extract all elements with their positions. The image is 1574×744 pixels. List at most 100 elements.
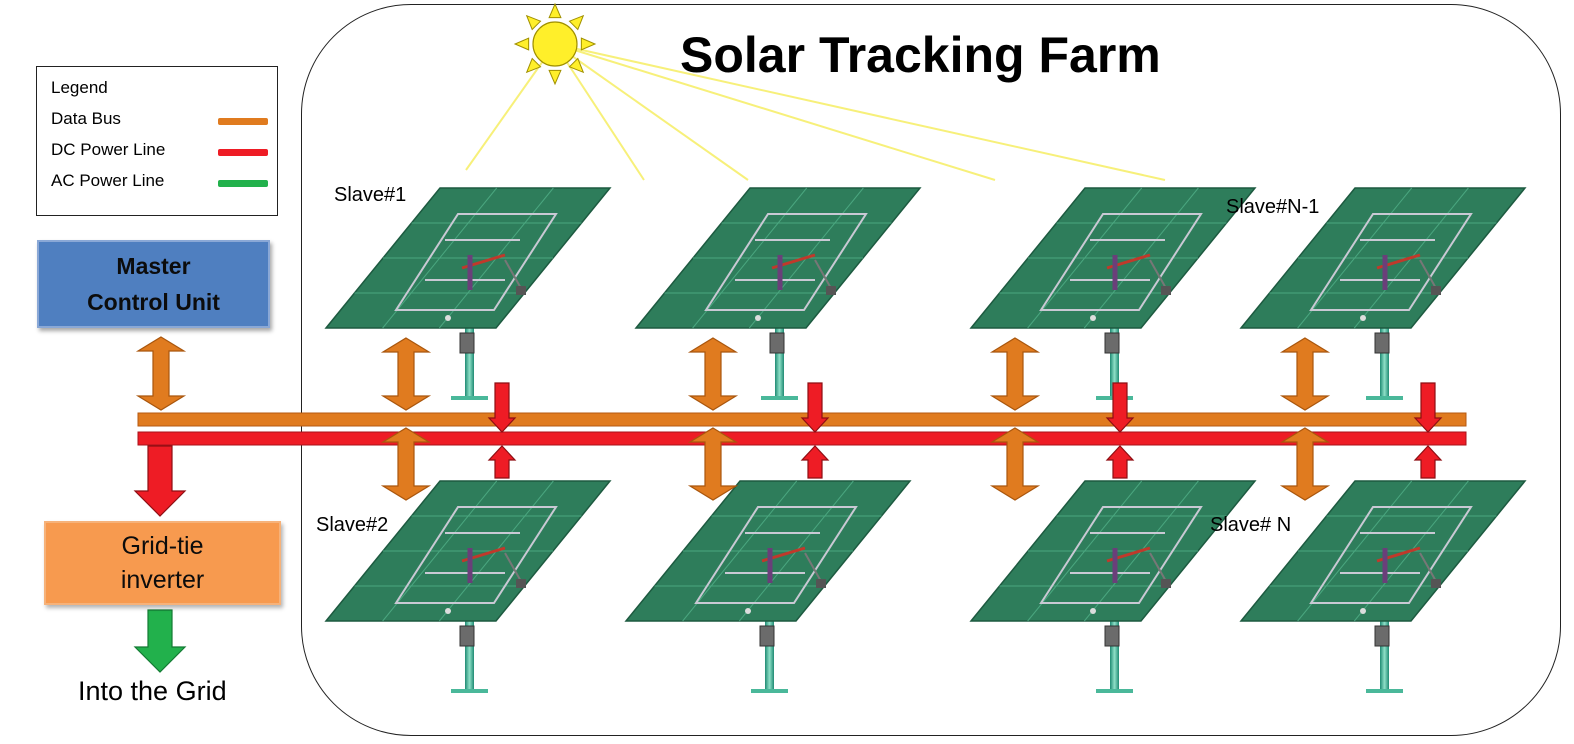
sun-spike <box>525 14 542 31</box>
tracker-sensor <box>816 579 826 588</box>
tracker-rod <box>1419 552 1438 584</box>
tracker-motor-box <box>1104 625 1120 647</box>
slave-label-1: Slave#1 <box>334 184 407 206</box>
tracker-base <box>1366 396 1403 400</box>
panel-bolt <box>445 608 451 614</box>
tracker-motor-box <box>459 332 475 354</box>
master-line-2: Control Unit <box>87 289 220 315</box>
solar-tracker <box>634 187 922 400</box>
into-the-grid-label: Into the Grid <box>78 676 227 706</box>
sun-spike <box>548 69 562 86</box>
sun-spike <box>568 14 585 31</box>
inverter-line-2: inverter <box>120 566 205 594</box>
tracker-rod <box>504 259 523 291</box>
tracker-motor-box <box>1374 625 1390 647</box>
panel-bolt <box>1090 608 1096 614</box>
tracker-sensor <box>516 579 526 588</box>
panel-frame <box>1039 506 1203 604</box>
solar-tracker <box>969 480 1257 693</box>
tracker-rod <box>814 259 833 291</box>
tracker-sensor <box>1431 579 1441 588</box>
sun-disc <box>532 21 578 67</box>
dc-arrow-top <box>1105 382 1135 433</box>
panel-grid-line <box>692 187 808 329</box>
panel-frame <box>1039 213 1203 311</box>
tracker-sensor <box>1161 286 1171 295</box>
slave-data-arrow-bottom <box>380 427 432 501</box>
panel-frame <box>704 213 868 311</box>
tracker-base <box>1366 689 1403 693</box>
tracker-motor-box <box>1374 332 1390 354</box>
inverter-line-1: Grid-tie <box>121 532 204 560</box>
panel-grid-line <box>1297 480 1413 622</box>
solar-tracker <box>969 187 1257 400</box>
tracker-motor-box <box>769 332 785 354</box>
sun-spike <box>580 37 597 51</box>
slave-data-arrow-bottom <box>989 427 1041 501</box>
tracker-rod <box>1419 259 1438 291</box>
dc-power-line <box>137 431 1467 446</box>
data-bus-line <box>137 412 1467 427</box>
master-line-1: Master <box>116 253 191 279</box>
tracker-sensor <box>1431 286 1441 295</box>
master-control-unit: Master Control Unit <box>37 240 270 328</box>
tracker-sensor <box>826 286 836 295</box>
tracker-motor-box <box>459 625 475 647</box>
tracker-motor-box <box>759 625 775 647</box>
legend-label-dc-power-line: DC Power Line <box>51 140 166 159</box>
panel-bolt <box>745 608 751 614</box>
tracker-sensor <box>1161 579 1171 588</box>
tracker-rod <box>1149 259 1168 291</box>
solar-tracker <box>624 480 912 693</box>
slave-label-n: Slave# N <box>1210 514 1292 536</box>
solar-trackers <box>324 187 1527 693</box>
dc-arrow-top <box>1413 382 1443 433</box>
panel-frame <box>1309 506 1473 604</box>
dc-to-inverter-arrow <box>133 445 187 517</box>
sun-ray <box>554 43 996 181</box>
sun-ray <box>554 43 645 181</box>
slave-data-arrow-top <box>989 337 1041 411</box>
panel-grid-line <box>1027 187 1143 329</box>
panel-grid-line <box>1297 187 1413 329</box>
panel-bolt <box>1360 315 1366 321</box>
sun-spike <box>548 2 562 19</box>
panel-grid-line <box>382 187 498 329</box>
legend-swatch-data-bus <box>218 118 268 125</box>
slave-data-arrow-top <box>380 337 432 411</box>
sun-spike <box>513 37 530 51</box>
sun-rays <box>465 43 1166 181</box>
diagram-title: Solar Tracking Farm <box>680 27 1161 83</box>
panel-grid-line <box>682 480 798 622</box>
bus-lines <box>137 412 1467 446</box>
dc-arrow-bottom <box>487 445 517 479</box>
solar-tracker <box>324 480 612 693</box>
slave-data-arrow-top <box>1279 337 1331 411</box>
legend-swatch-ac-power-line <box>218 180 268 187</box>
panel-bolt <box>755 315 761 321</box>
sun-spike <box>525 57 542 74</box>
panel-frame <box>394 213 558 311</box>
panel-bolt <box>445 315 451 321</box>
tracker-base <box>761 396 798 400</box>
dc-arrow-bottom <box>800 445 830 479</box>
solar-tracker <box>1239 480 1527 693</box>
panel-bolt <box>1360 608 1366 614</box>
tracker-motor-box <box>1104 332 1120 354</box>
solar-tracker <box>324 187 612 400</box>
sun-ray <box>554 43 749 181</box>
panel-grid-line <box>1027 480 1143 622</box>
legend-title: Legend <box>51 78 108 97</box>
panel-frame <box>694 506 858 604</box>
slave-data-arrow-bottom <box>1279 427 1331 501</box>
sun-ray <box>554 43 1166 181</box>
tracker-base <box>451 396 488 400</box>
master-bus-arrow <box>135 336 187 411</box>
tracker-rod <box>804 552 823 584</box>
sun-spike <box>568 57 585 74</box>
tracker-base <box>751 689 788 693</box>
tracker-rod <box>504 552 523 584</box>
ac-to-grid-arrow <box>133 609 187 673</box>
slave-data-arrow-bottom <box>687 427 739 501</box>
